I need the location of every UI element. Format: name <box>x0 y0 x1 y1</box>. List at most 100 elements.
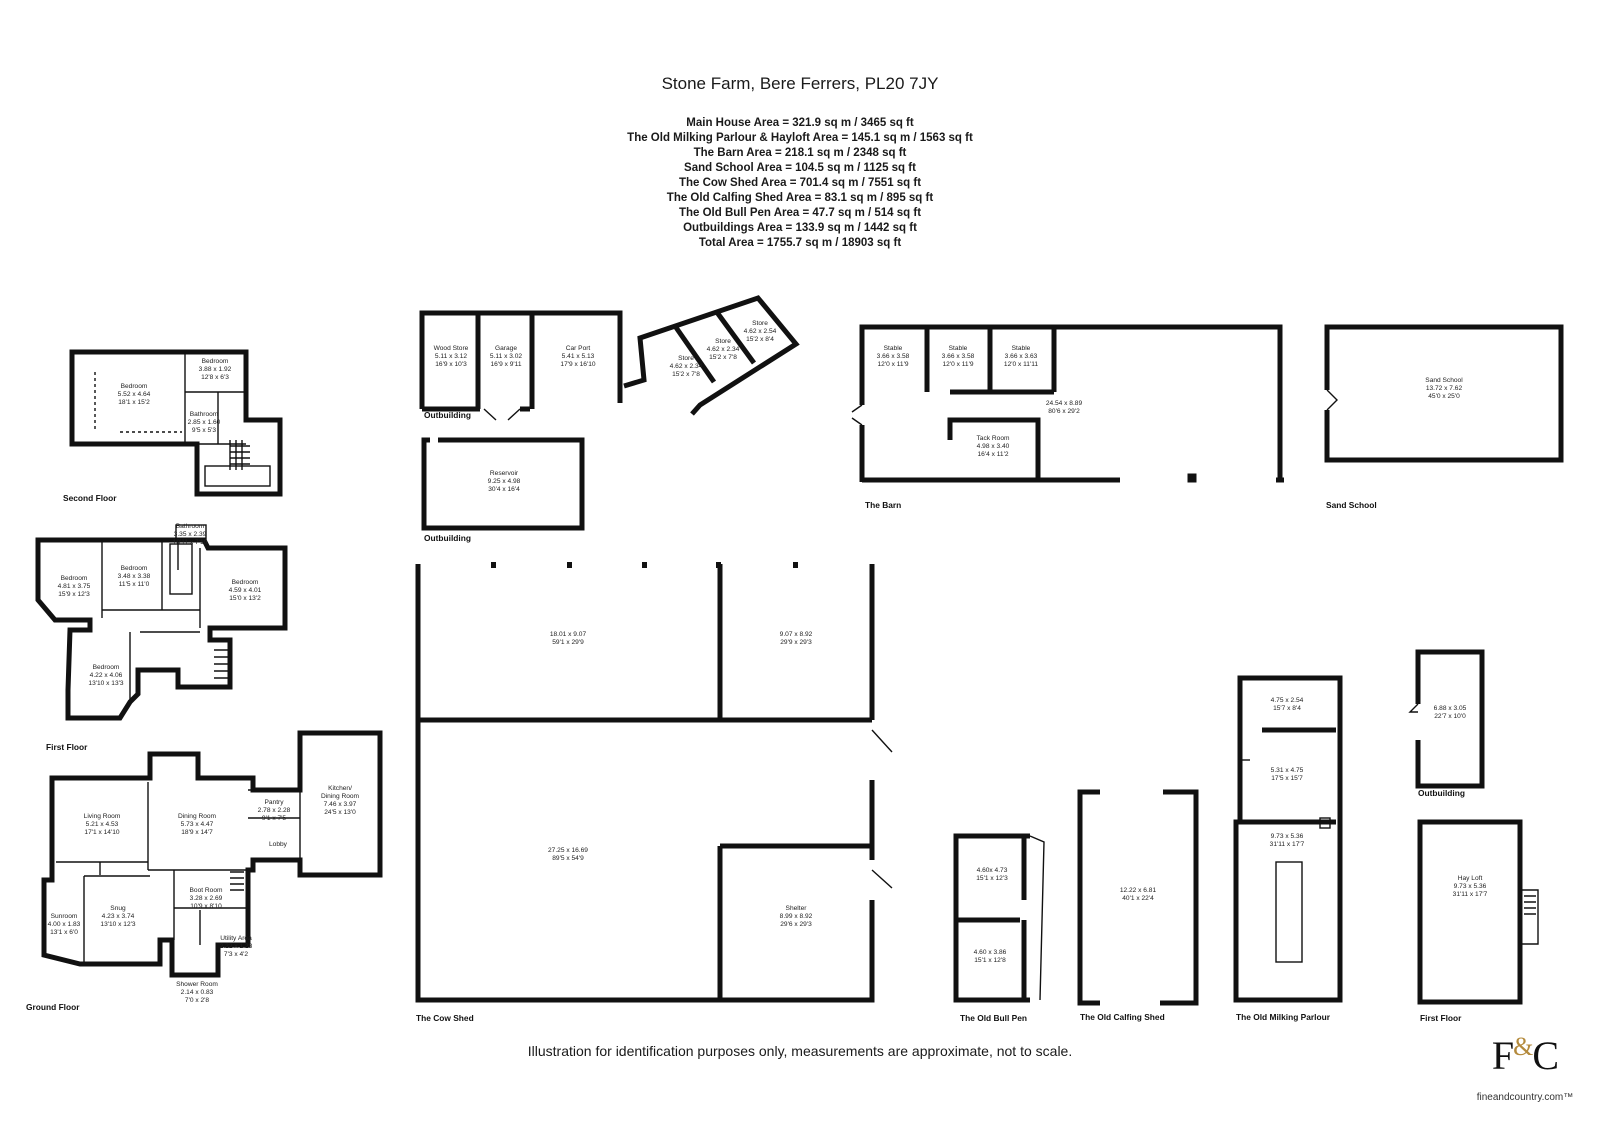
reservoir-plan <box>421 437 585 531</box>
area-line: Main House Area = 321.9 sq m / 3465 sq f… <box>686 117 914 129</box>
room-label-line: Garage <box>495 345 517 352</box>
room-label-line: Pantry <box>264 799 284 806</box>
room-label-line: Shower Room <box>176 981 218 988</box>
room-label-line: 15'7 x 8'4 <box>1273 705 1301 712</box>
room-label-line: 9.07 x 8.92 <box>780 631 813 638</box>
room-label-line: 10'9 x 8'10 <box>190 903 222 910</box>
room-label-line: 4.81 x 3.75 <box>58 583 91 590</box>
hay-loft-plan <box>1417 819 1539 1005</box>
room-label-line: Bedroom <box>202 358 229 365</box>
room-label-line: Dining Room <box>321 793 360 800</box>
room-label-line: Sunroom <box>51 913 78 920</box>
area-line: The Old Calfing Shed Area = 83.1 sq m / … <box>666 192 934 204</box>
room-label-line: 18'9 x 14'7 <box>181 829 213 836</box>
ground-floor-plan <box>41 730 383 978</box>
label-calfing-shed: The Old Calfing Shed <box>1080 1012 1165 1022</box>
room-label-line: 10'11 x 7'10 <box>173 539 208 546</box>
room-label-line: 12.22 x 6.81 <box>1120 887 1157 894</box>
room-label-line: 5.21 x 4.53 <box>86 821 119 828</box>
bull-pen-plan <box>953 833 1045 1003</box>
sand-school-plan <box>1324 324 1564 463</box>
room-label-line: 15'2 x 7'8 <box>709 354 737 361</box>
room-label-line: 2.22 x 1.28 <box>220 943 253 950</box>
area-line: The Old Milking Parlour & Hayloft Area =… <box>627 132 973 144</box>
room-label-line: 31'11 x 17'7 <box>1270 841 1305 848</box>
room-label-line: 45'0 x 25'0 <box>1428 393 1460 400</box>
label-cow-shed: The Cow Shed <box>416 1013 474 1023</box>
area-line: The Cow Shed Area = 701.4 sq m / 7551 sq… <box>678 177 922 189</box>
room-label-line: 5.41 x 5.13 <box>562 353 595 360</box>
room-label-line: Boot Room <box>190 887 223 894</box>
room-label-line: Bedroom <box>121 565 148 572</box>
room-label-gf-lobby: Lobby <box>269 841 288 848</box>
room-label-line: 5.31 x 4.75 <box>1271 767 1304 774</box>
room-label-line: 24'5 x 13'0 <box>324 809 356 816</box>
room-label-line: Bathroom <box>190 411 219 418</box>
area-line: The Barn Area = 218.1 sq m / 2348 sq ft <box>693 147 907 159</box>
room-label-line: 40'1 x 22'4 <box>1122 895 1154 902</box>
outbuilding-small-plan <box>1408 649 1485 789</box>
room-label-line: 16'9 x 10'3 <box>435 361 467 368</box>
room-label-line: Dining Room <box>178 813 217 820</box>
room-label-line: 2.78 x 2.28 <box>258 807 291 814</box>
room-label-line: 13'10 x 13'3 <box>88 680 123 687</box>
barn-plan <box>851 324 1284 483</box>
room-label-line: 4.22 x 4.06 <box>90 672 123 679</box>
milking-parlour-plan <box>1233 675 1343 1003</box>
room-label-line: 3.66 x 3.58 <box>877 353 910 360</box>
room-label-line: 18.01 x 9.07 <box>550 631 587 638</box>
label-first-floor: First Floor <box>46 742 88 752</box>
room-label-line: 15'9 x 12'3 <box>58 591 90 598</box>
room-label-line: 5.52 x 4.64 <box>118 391 151 398</box>
room-label-line: 4.62 x 2.34 <box>670 363 703 370</box>
room-label-line: Wood Store <box>434 345 469 352</box>
room-label-line: Store <box>715 338 731 345</box>
room-label-line: 18'1 x 15'2 <box>118 399 150 406</box>
second-floor-plan <box>69 349 283 497</box>
room-label-line: 3.66 x 3.63 <box>1005 353 1038 360</box>
room-label-line: Store <box>752 320 768 327</box>
room-label-line: 80'6 x 29'2 <box>1048 408 1080 415</box>
room-label-line: 4.59 x 4.01 <box>229 587 262 594</box>
room-label-line: 16'9 x 9'11 <box>491 361 522 368</box>
room-label-line: 17'5 x 15'7 <box>1271 775 1303 782</box>
room-label-line: Sand School <box>1425 377 1463 384</box>
label-ground-floor: Ground Floor <box>26 1002 80 1012</box>
room-label-line: Stable <box>884 345 903 352</box>
calfing-shed-plan <box>1077 789 1199 1006</box>
room-label-line: 29'9 x 29'3 <box>780 639 812 646</box>
room-label-line: 29'6 x 29'3 <box>780 921 812 928</box>
room-label-line: 7.46 x 3.97 <box>324 801 357 808</box>
room-label-line: 22'7 x 10'0 <box>1434 713 1466 720</box>
room-label-line: Utility Area <box>220 935 252 942</box>
label-outbuilding-small: Outbuilding <box>1418 788 1465 798</box>
room-label-line: 27.25 x 16.69 <box>548 847 588 854</box>
room-label-line: 3.88 x 1.92 <box>199 366 232 373</box>
room-label-line: 4.00 x 1.83 <box>48 921 81 928</box>
room-label-line: 15'0 x 13'2 <box>229 595 261 602</box>
room-label-line: Lobby <box>269 841 288 848</box>
